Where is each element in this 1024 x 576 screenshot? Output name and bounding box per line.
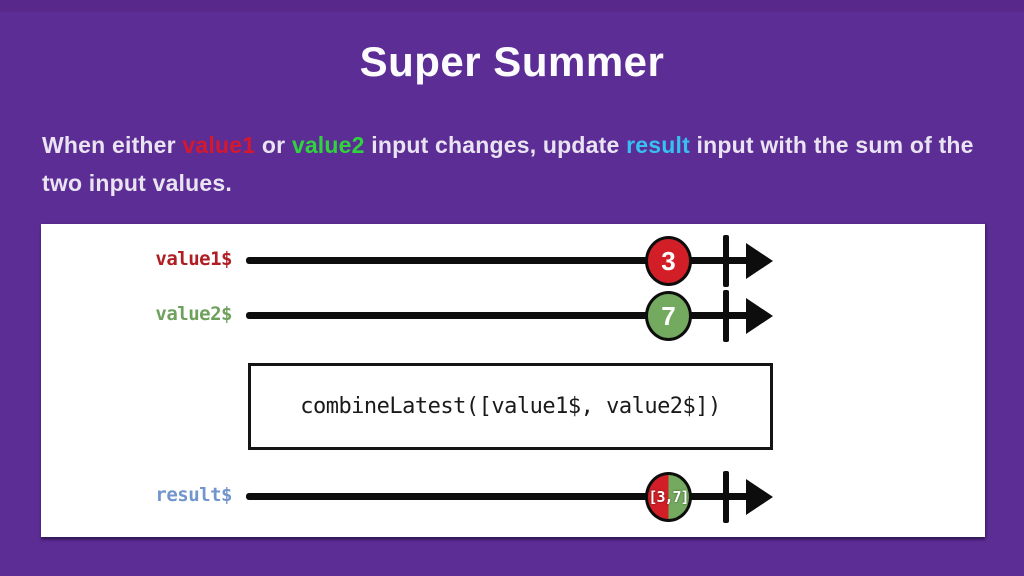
value1-marble: 3: [645, 236, 692, 286]
description-text: or: [255, 132, 292, 158]
value2-stream-label: value2$: [155, 303, 232, 325]
value2-arrowhead-icon: [746, 298, 773, 334]
slide-description: When either value1 or value2 input chang…: [42, 126, 978, 202]
operator-label: combineLatest([value1$, value2$]): [300, 394, 721, 419]
slide-title: Super Summer: [359, 38, 665, 85]
description-text: input changes, update: [364, 132, 627, 158]
description-text: two input values.: [42, 170, 232, 196]
value2-completion-tick: [723, 290, 729, 342]
value1-stream-label: value1$: [155, 248, 232, 270]
result-marble: [3,7]: [645, 472, 692, 522]
result-timeline: [246, 493, 751, 500]
result-stream-label: result$: [155, 484, 232, 506]
result-arrowhead-icon: [746, 479, 773, 515]
result-keyword: result: [626, 132, 690, 158]
value2-timeline: [246, 312, 751, 319]
top-accent-strip: [0, 0, 1024, 12]
value1-keyword: value1: [182, 132, 256, 158]
value1-arrowhead-icon: [746, 243, 773, 279]
value1-completion-tick: [723, 235, 729, 287]
marble-diagram-panel: value1$ 3 value2$ 7 combineLatest([value…: [41, 224, 985, 537]
description-text: input with the sum of the: [689, 132, 974, 158]
value2-keyword: value2: [291, 132, 365, 158]
operator-box: combineLatest([value1$, value2$]): [248, 363, 773, 450]
description-text: When either: [42, 132, 183, 158]
value2-marble: 7: [645, 291, 692, 341]
result-completion-tick: [723, 471, 729, 523]
value1-timeline: [246, 257, 751, 264]
